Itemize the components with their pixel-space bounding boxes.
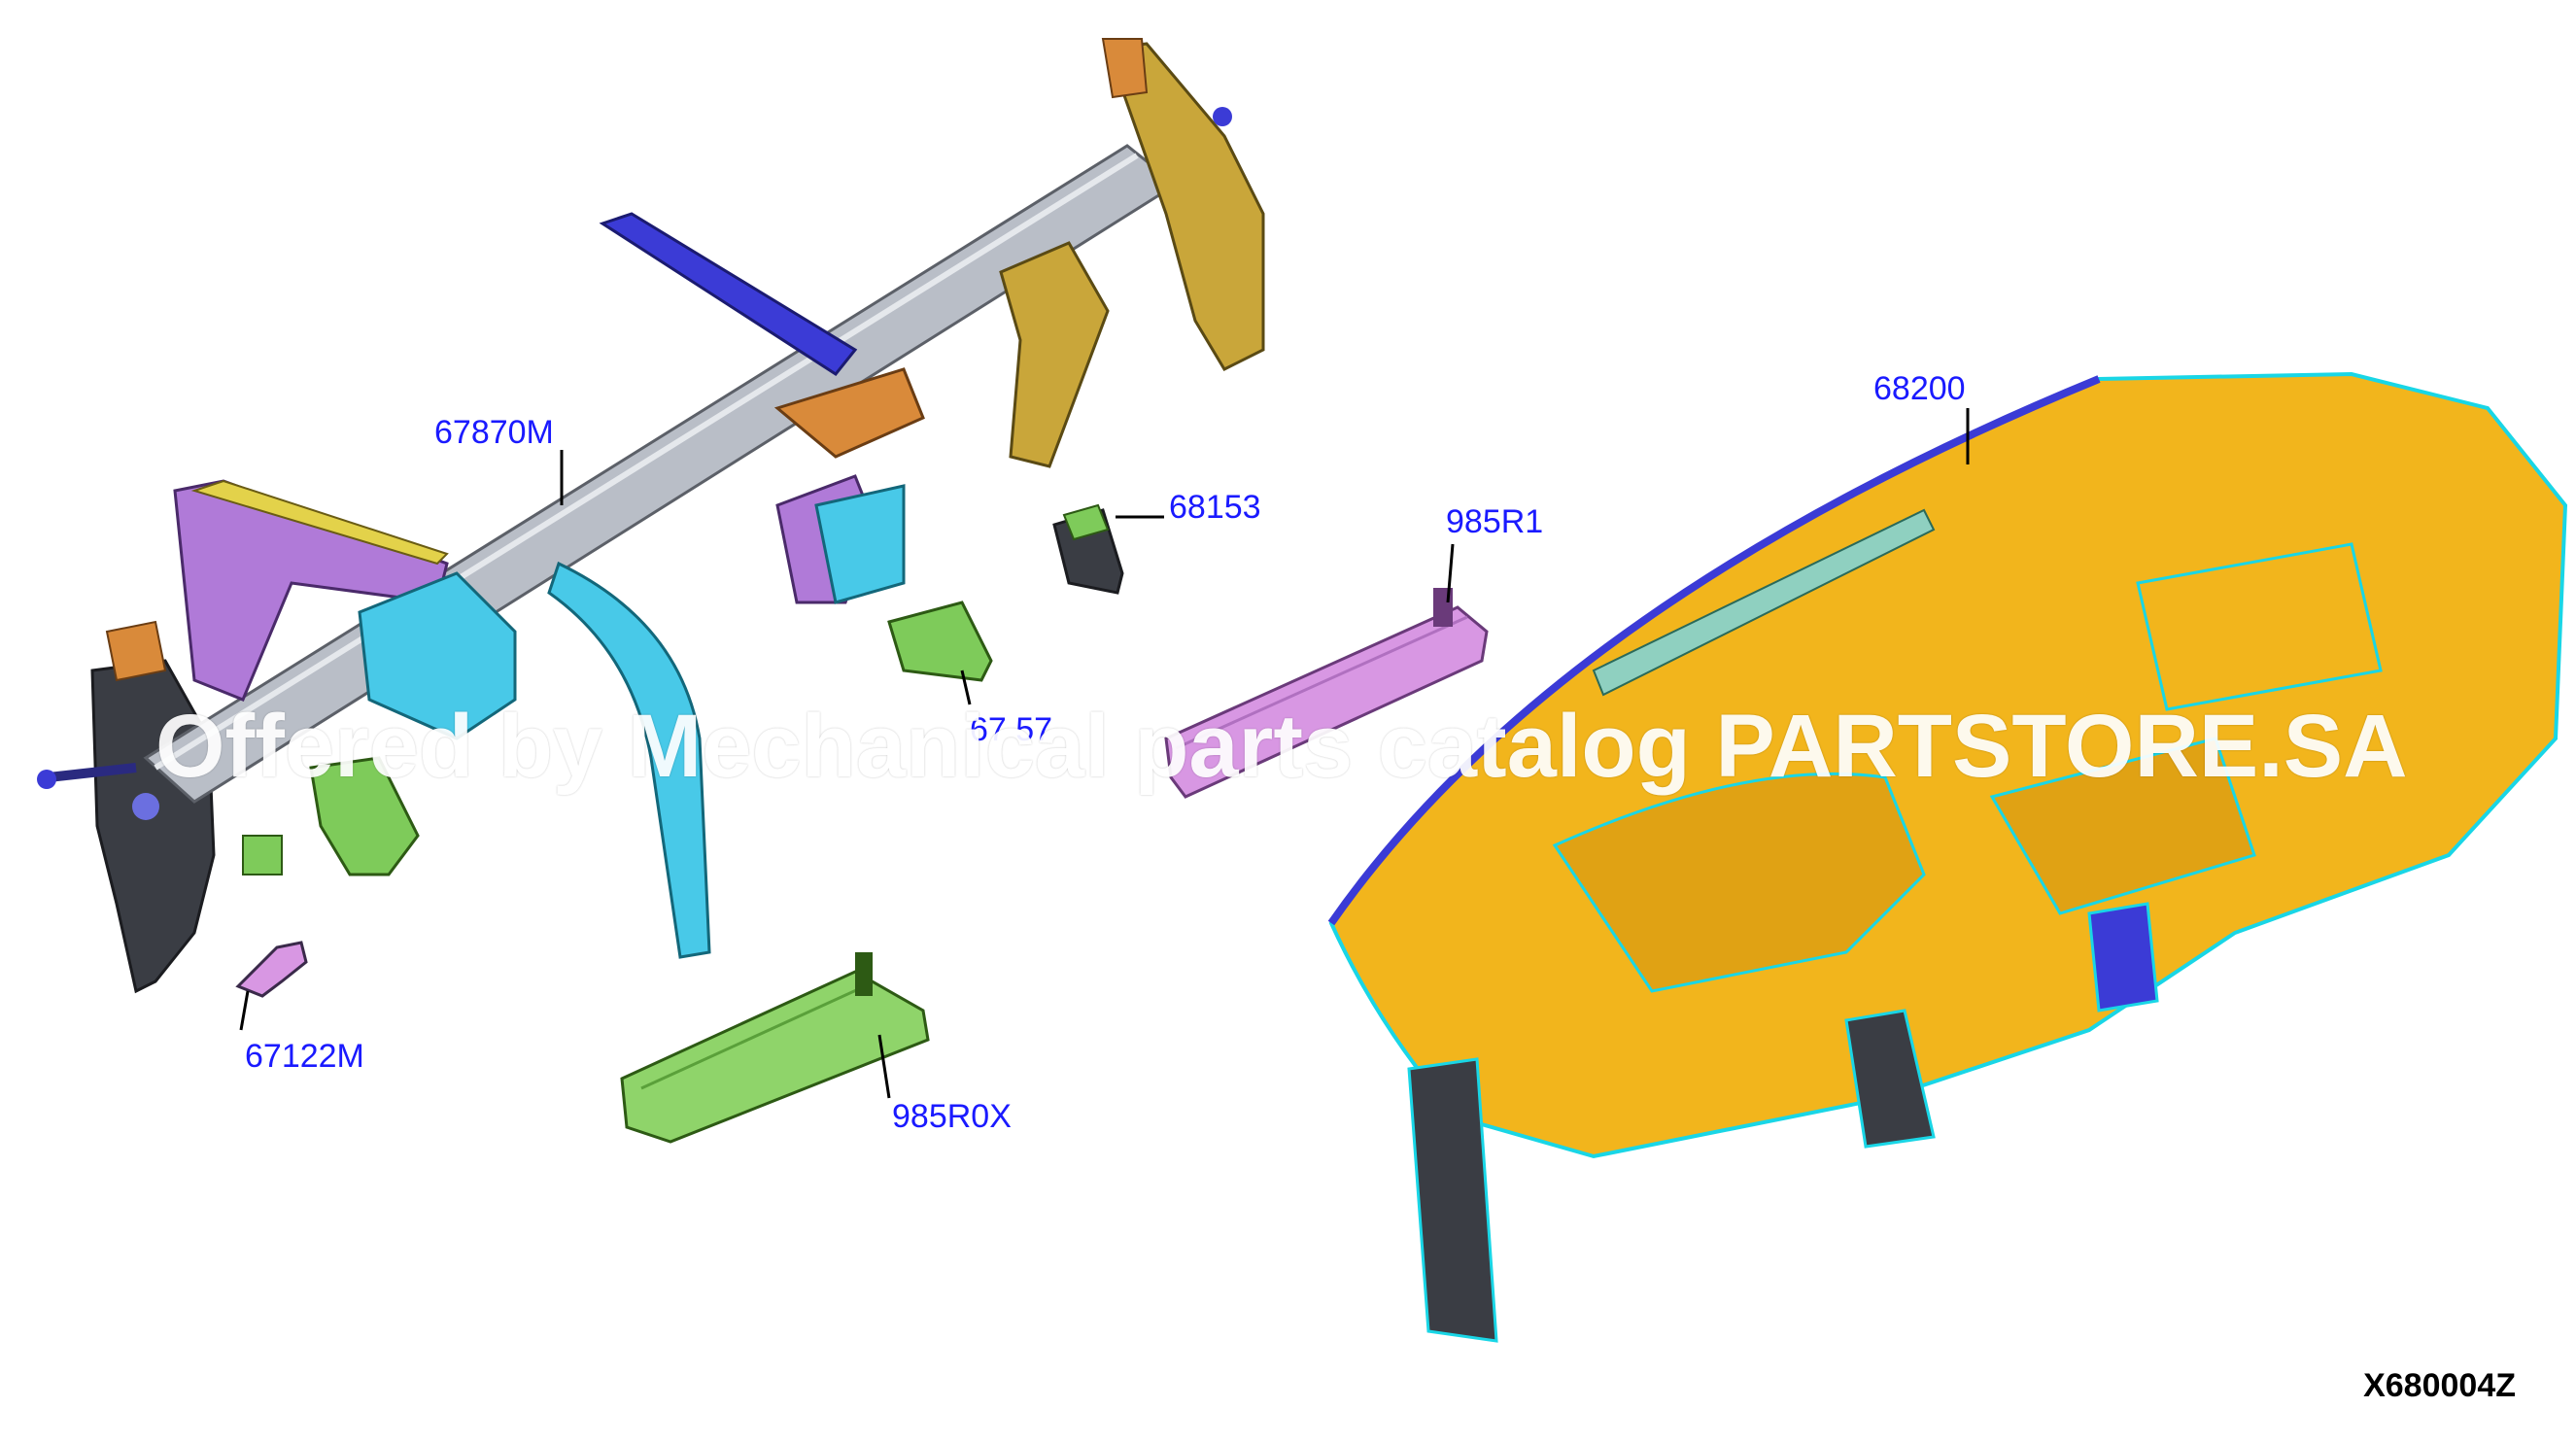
right-upper-bracket (999, 38, 1265, 468)
callout-67870M[interactable]: 67870M (434, 414, 554, 451)
bracket-68153 (1052, 503, 1124, 595)
green-lower-bracket (242, 756, 420, 876)
callout-985R1[interactable]: 985R1 (1446, 503, 1544, 540)
green-tray-985R0X (620, 952, 930, 1144)
callout-68200[interactable]: 68200 (1873, 370, 1966, 407)
callout-67157[interactable]: 67 57 (970, 711, 1053, 748)
left-frame-bracket (173, 479, 449, 702)
watermark-text: Offered by Mechanical parts catalog PART… (155, 697, 2408, 796)
bracket-67157 (887, 601, 993, 682)
cyan-arc-brace (547, 561, 711, 959)
callout-67122M[interactable]: 67122M (245, 1038, 364, 1075)
leader-lines (239, 408, 1970, 1099)
left-side-bracket (37, 620, 216, 994)
bracket-67122M (235, 941, 308, 998)
instrument-panel-68200 (1327, 371, 2568, 1343)
cyan-center-bracket (358, 571, 517, 740)
pink-tray-985R1 (1164, 588, 1489, 799)
blue-strut (599, 212, 858, 376)
callout-985R0X[interactable]: 985R0X (892, 1098, 1012, 1135)
center-mounting-brackets (773, 367, 925, 604)
diagram-code: X680004Z (2363, 1367, 2516, 1404)
callout-68153[interactable]: 68153 (1169, 489, 1261, 526)
